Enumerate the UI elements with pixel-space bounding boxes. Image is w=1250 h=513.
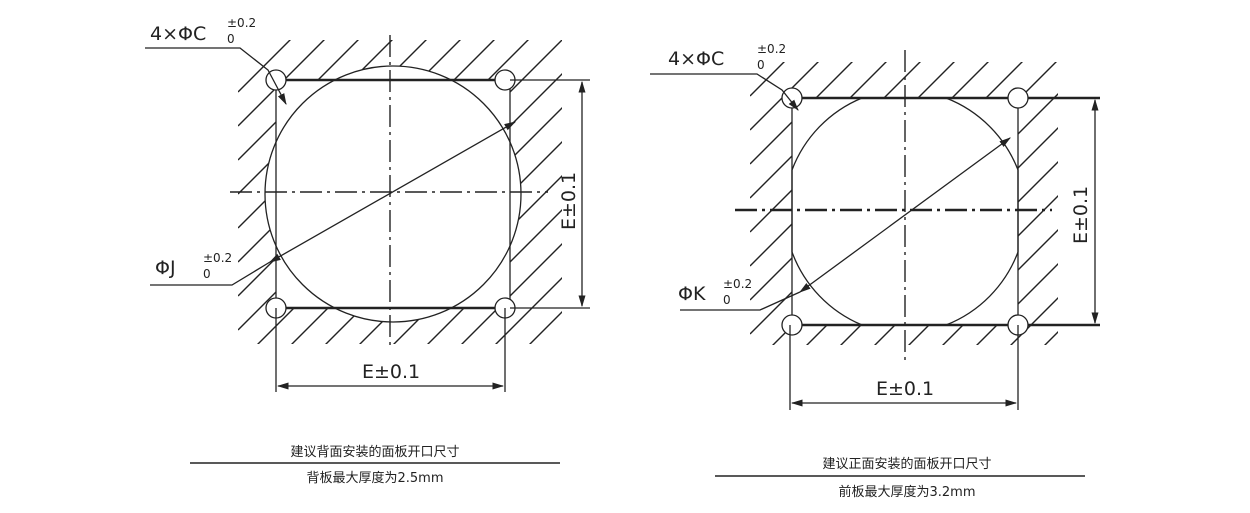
left-opening-tol-upper: ±0.2: [203, 251, 232, 265]
left-height-label: E±0.1: [558, 172, 580, 230]
left-hole-tol-lower: 0: [227, 32, 235, 46]
right-hole-tol-upper: ±0.2: [757, 42, 786, 56]
right-mount-hole-tr: [1007, 87, 1029, 109]
right-opening-tol-lower: 0: [723, 293, 731, 307]
left-width-label: E±0.1: [362, 361, 420, 383]
left-opening-label: ΦJ: [155, 257, 176, 279]
left-view: 4×ΦC ±0.2 0 ΦJ ±0.2 0 E±0.1 E±0.1 建议背面安装…: [145, 16, 590, 486]
left-diameter-line: [268, 121, 517, 263]
right-height-label: E±0.1: [1070, 186, 1092, 244]
right-caption-title: 建议正面安装的面板开口尺寸: [822, 456, 991, 472]
left-hole-label: 4×ΦC: [150, 23, 206, 45]
right-view: 4×ΦC ±0.2 0 ΦK ±0.2 0 E±0.1 E±0.1 建议正面安装…: [650, 42, 1100, 500]
right-hole-label: 4×ΦC: [668, 48, 724, 70]
left-opening-tol-lower: 0: [203, 267, 211, 281]
left-caption-note: 背板最大厚度为2.5mm: [306, 470, 443, 486]
right-width-label: E±0.1: [876, 378, 934, 400]
right-mount-hole-tl: [781, 87, 803, 109]
left-caption-title: 建议背面安装的面板开口尺寸: [290, 444, 459, 460]
left-opening-leader: [150, 261, 271, 286]
left-hole-leader: [145, 47, 287, 106]
right-opening-tol-upper: ±0.2: [723, 277, 752, 291]
right-hole-tol-lower: 0: [757, 58, 765, 72]
right-opening-label: ΦK: [678, 283, 706, 305]
left-hole-tol-upper: ±0.2: [227, 16, 256, 30]
left-opening-circle: [264, 65, 522, 323]
right-diameter-line: [799, 137, 1011, 293]
right-mount-hole-bl: [781, 314, 803, 336]
right-caption-note: 前板最大厚度为3.2mm: [838, 484, 975, 500]
right-opening-leader: [680, 291, 801, 311]
right-hole-leader: [650, 73, 799, 111]
